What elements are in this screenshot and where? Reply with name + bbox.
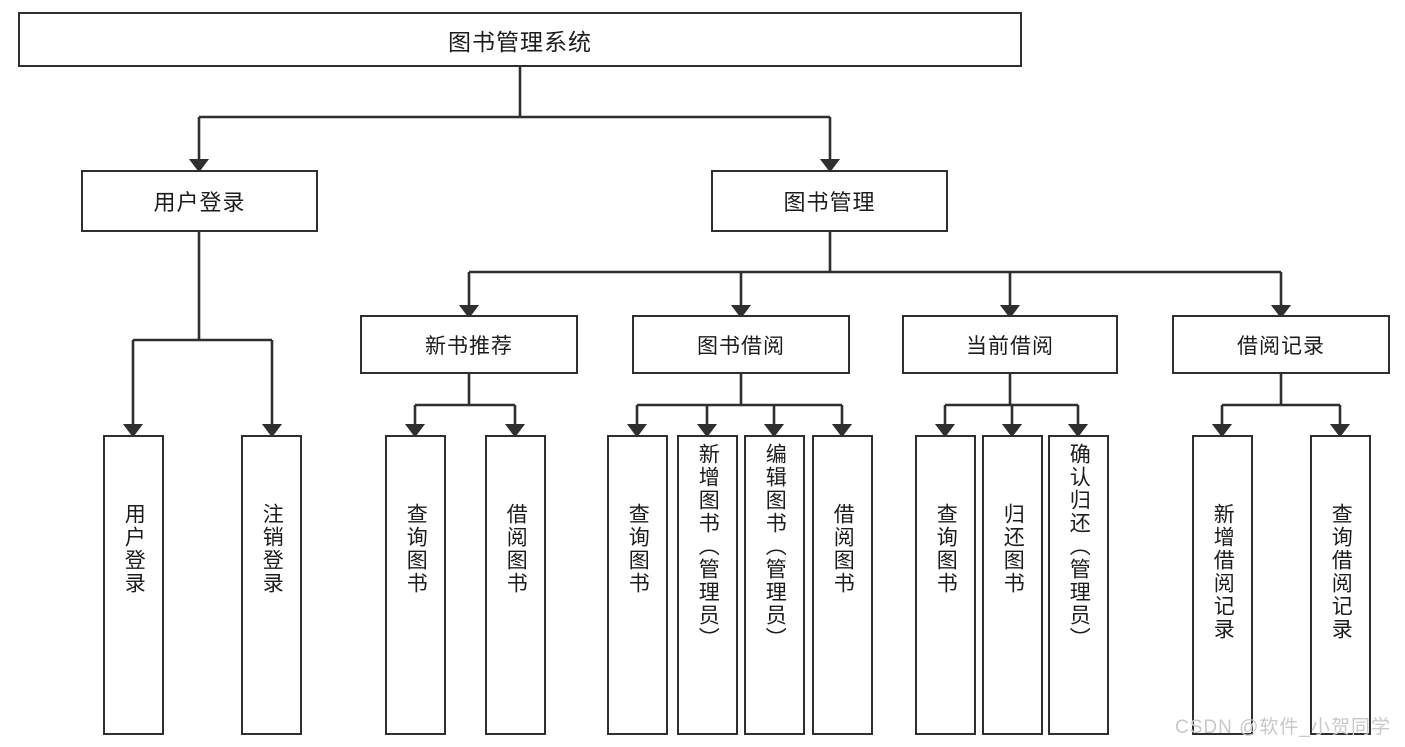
leaf-query-book-current[interactable]: 查询图书 [915,435,976,735]
node-root-book-management-system[interactable]: 图书管理系统 [18,12,1022,67]
leaf-user-login[interactable]: 用户登录 [103,435,164,735]
node-new-book-recommend[interactable]: 新书推荐 [360,315,578,374]
leaf-label: 归还图书 [1001,503,1025,595]
node-current-borrow[interactable]: 当前借阅 [902,315,1118,374]
leaf-label: 查询借阅记录 [1329,503,1353,641]
leaf-label: 借阅图书 [504,503,528,595]
leaf-label: 查询图书 [934,503,958,595]
leaf-query-book-new-rec[interactable]: 查询图书 [385,435,446,735]
leaf-label: 编辑图书（管理员） [763,443,787,650]
leaf-add-borrow-record[interactable]: 新增借阅记录 [1192,435,1253,735]
node-book-management[interactable]: 图书管理 [711,170,948,232]
leaf-add-book-admin[interactable]: 新增图书（管理员） [677,435,738,735]
leaf-query-book-borrow[interactable]: 查询图书 [607,435,668,735]
leaf-borrow-book-borrow[interactable]: 借阅图书 [812,435,873,735]
leaf-query-borrow-record[interactable]: 查询借阅记录 [1310,435,1371,735]
node-label: 图书管理 [783,190,876,215]
leaf-label: 查询图书 [626,503,650,595]
node-borrow-record[interactable]: 借阅记录 [1172,315,1390,374]
node-label: 当前借阅 [966,334,1054,358]
leaf-borrow-book-new-rec[interactable]: 借阅图书 [485,435,546,735]
node-label: 新书推荐 [425,334,513,358]
leaf-confirm-return-admin[interactable]: 确认归还（管理员） [1048,435,1109,735]
leaf-return-book[interactable]: 归还图书 [982,435,1043,735]
leaf-label: 注销登录 [260,503,284,595]
node-label: 用户登录 [153,190,246,215]
leaf-edit-book-admin[interactable]: 编辑图书（管理员） [744,435,805,735]
leaf-user-logout[interactable]: 注销登录 [241,435,302,735]
node-label: 图书管理系统 [448,28,592,55]
leaf-label: 新增图书（管理员） [696,443,720,650]
node-book-borrow[interactable]: 图书借阅 [632,315,850,374]
leaf-label: 用户登录 [122,503,146,595]
leaf-label: 确认归还（管理员） [1067,443,1091,650]
leaf-label: 借阅图书 [831,503,855,595]
node-label: 图书借阅 [697,334,785,358]
leaf-label: 查询图书 [404,503,428,595]
node-label: 借阅记录 [1237,334,1325,358]
node-user-login[interactable]: 用户登录 [81,170,318,232]
leaf-label: 新增借阅记录 [1211,503,1235,641]
watermark: CSDN @软件_小贺同学 [1175,717,1391,738]
